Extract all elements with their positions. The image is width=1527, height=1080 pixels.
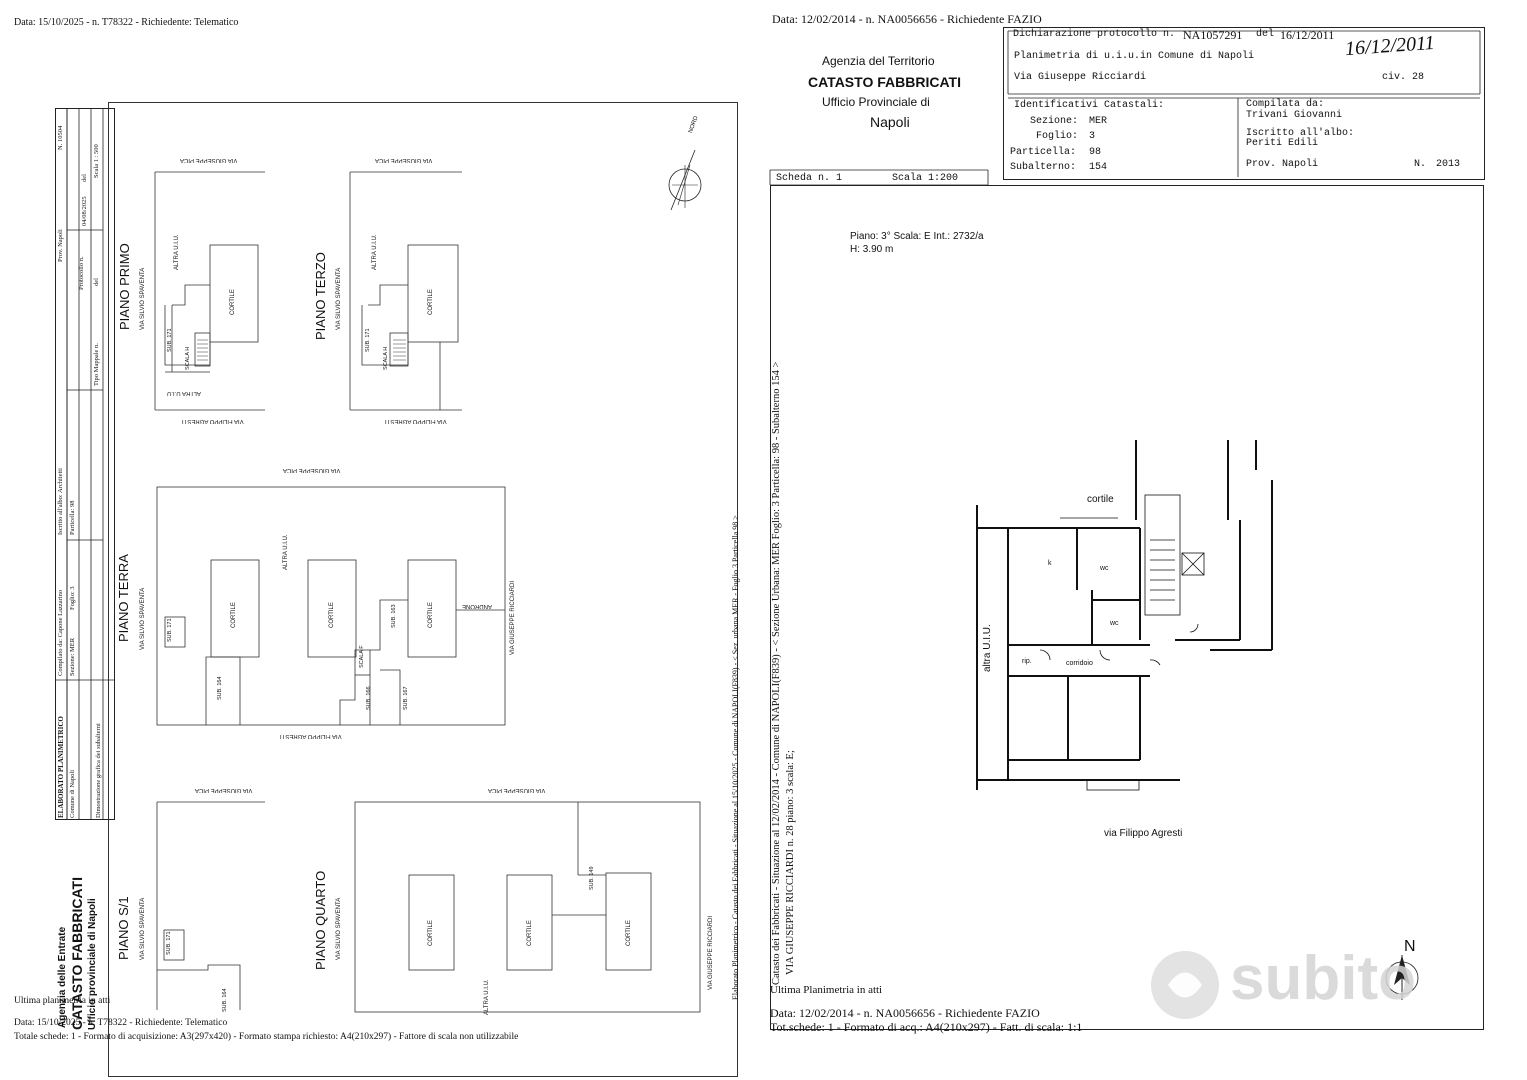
iscritto-label: Iscritto all'albo: xyxy=(1246,128,1355,139)
plan-k: k xyxy=(1048,560,1052,567)
right-footer-data: Data: 12/02/2014 - n. NA0056656 - Richie… xyxy=(770,1006,1040,1020)
plan-via-agresti: via Filippo Agresti xyxy=(1104,828,1183,839)
subalterno-value: 154 xyxy=(1089,162,1108,173)
n-value: 2013 xyxy=(1436,159,1461,170)
piano-info: Piano: 3° Scala: E Int.: 2732/a xyxy=(850,231,984,242)
right-footer-tot: Tot.schede: 1 - Formato di acq.: A4(210x… xyxy=(770,1020,1083,1034)
plan-cortile: cortile xyxy=(1087,494,1114,505)
n-label: N. xyxy=(1414,159,1427,170)
via-label: Via Giuseppe Ricciardi xyxy=(1014,72,1147,83)
sezione-label: Sezione: xyxy=(1030,116,1079,127)
subalterno-label: Subalterno: xyxy=(1010,162,1077,173)
left-info-block xyxy=(55,108,115,820)
dichiarazione-value: NA1057291 xyxy=(1183,28,1243,42)
particella-value: 98 xyxy=(1089,147,1102,158)
left-header: Data: 15/10/2025 - n. T78322 - Richieden… xyxy=(14,17,239,28)
right-agency-3: Ufficio Provinciale di xyxy=(822,95,930,109)
right-plan-frame xyxy=(770,185,1484,1030)
right-header: Data: 12/02/2014 - n. NA0056656 - Richie… xyxy=(772,12,1042,26)
identificativi-label: Identificativi Catastali: xyxy=(1014,100,1165,111)
prov-label: Prov. Napoli xyxy=(1246,159,1319,170)
right-agency-4: Napoli xyxy=(870,114,910,130)
civ-label: civ. 28 xyxy=(1382,72,1425,83)
left-footer-ultima: Ultima planimetria in atti xyxy=(14,996,111,1006)
plan-wc2: wc xyxy=(1110,620,1119,627)
right-agency-2: CATASTO FABBRICATI xyxy=(808,74,961,90)
del-label: del xyxy=(1256,29,1275,40)
scheda-label: Scheda n. 1 xyxy=(776,173,843,184)
left-footer-totale: Totale schede: 1 - Formato di acquisizio… xyxy=(14,1032,519,1042)
compilata-value: Trivani Giovanni xyxy=(1246,110,1343,121)
iscritto-value: Periti Edili xyxy=(1246,138,1319,149)
dichiarazione-label: Dichiarazione protocollo n. xyxy=(1013,29,1176,40)
right-agency-1: Agenzia del Territorio xyxy=(822,54,935,68)
right-footer-ultima: Ultima Planimetria in atti xyxy=(770,984,883,996)
h-info: H: 3.90 m xyxy=(850,244,894,255)
foglio-label: Foglio: xyxy=(1036,131,1079,142)
watermark-text: subito xyxy=(1230,944,1416,1013)
compilata-label: Compilata da: xyxy=(1246,99,1325,110)
right-form xyxy=(1003,27,1485,180)
plan-corridoio: corridoio xyxy=(1066,660,1093,667)
plan-rip: rip. xyxy=(1022,658,1032,665)
scala-label: Scala 1:200 xyxy=(892,173,959,184)
left-footer-data: Data: 15/10/2025 - n. T78322 - Richieden… xyxy=(14,1018,228,1028)
left-sheet xyxy=(108,102,738,1077)
planimetria-label: Planimetria di u.i.u.in Comune di Napoli xyxy=(1014,51,1255,62)
foglio-value: 3 xyxy=(1089,131,1096,142)
particella-label: Particella: xyxy=(1010,147,1077,158)
north-label: N xyxy=(1404,938,1416,955)
del-value: 16/12/2011 xyxy=(1280,28,1335,42)
plan-wc1: wc xyxy=(1100,565,1109,572)
sezione-value: MER xyxy=(1089,116,1108,127)
